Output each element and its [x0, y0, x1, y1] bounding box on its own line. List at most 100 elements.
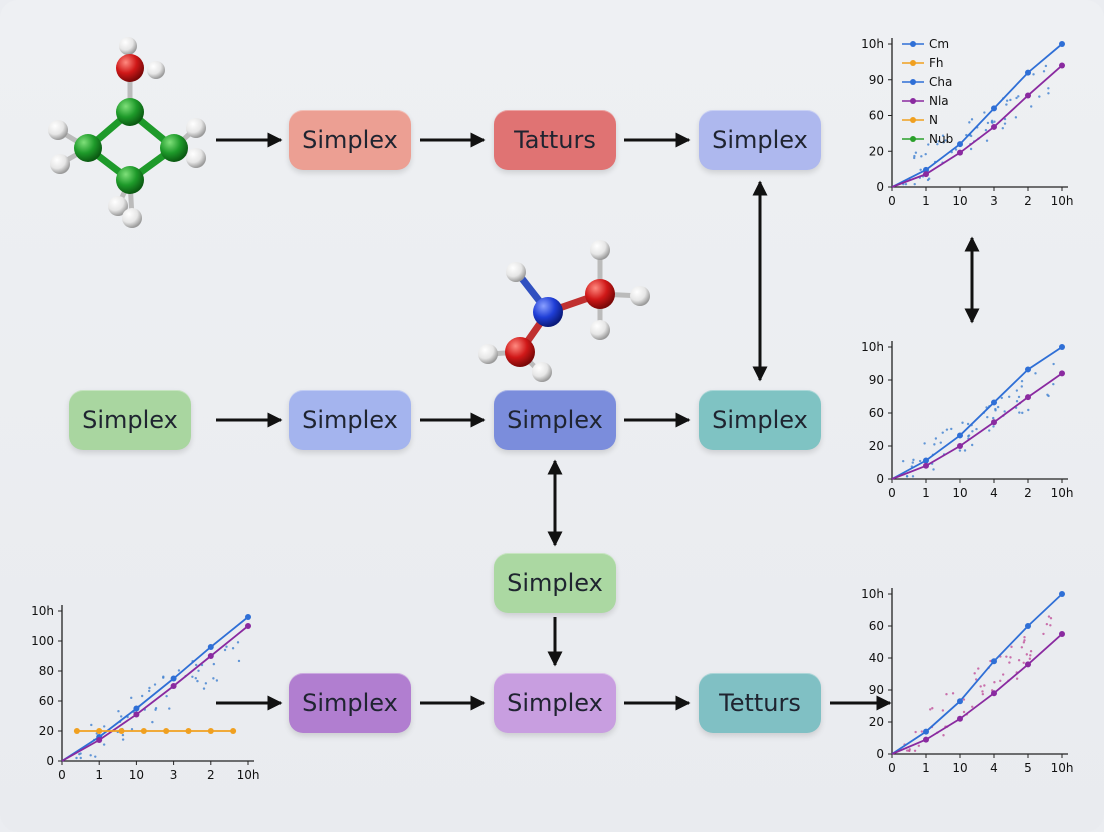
node-simplex-7[interactable]: Simplex	[699, 390, 821, 450]
scatter-point	[920, 730, 924, 733]
x-tick-label: 2	[1024, 486, 1032, 500]
series-point	[957, 443, 963, 449]
y-tick-label: 90	[869, 683, 884, 697]
node-simplex-8[interactable]: Simplex	[494, 553, 616, 613]
scatter-point	[963, 449, 967, 452]
series-line	[891, 372, 1063, 480]
scatter-point	[231, 647, 235, 650]
x-tick-label: 3	[990, 194, 998, 208]
scatter-point	[914, 730, 917, 734]
legend-marker	[910, 117, 916, 123]
series-point	[991, 123, 997, 130]
scatter-point	[990, 119, 994, 122]
scatter-point	[215, 679, 219, 682]
node-tetturs[interactable]: Tetturs	[699, 673, 821, 733]
scatter-point	[1015, 96, 1018, 100]
node-simplex-3[interactable]: Simplex	[699, 110, 821, 170]
scatter-point	[1017, 95, 1020, 98]
scatter-point	[988, 429, 991, 432]
x-tick-label: 10	[129, 768, 144, 782]
scatter-point	[140, 694, 144, 698]
node-simplex-6[interactable]: Simplex	[494, 390, 616, 450]
node-simplex-9[interactable]: Simplex	[289, 673, 411, 733]
scatter-point	[120, 715, 123, 718]
scatter-point	[121, 733, 125, 737]
series-point	[163, 728, 170, 734]
series-point	[991, 690, 997, 697]
scatter-point	[225, 645, 228, 648]
series-point	[923, 457, 929, 464]
scatter-point	[78, 752, 81, 756]
scatter-point	[1047, 615, 1051, 618]
y-tick-label: 40	[869, 651, 884, 665]
scatter-point	[994, 407, 997, 411]
series-point	[207, 728, 214, 734]
node-simplex-4[interactable]: Simplex	[69, 390, 191, 450]
scatter-point	[94, 755, 97, 758]
scatter-point	[977, 667, 980, 670]
scatter-point	[1023, 639, 1026, 642]
scatter-point	[992, 416, 995, 420]
scatter-point	[941, 134, 945, 137]
scatter-point	[1042, 70, 1046, 73]
scatter-point	[973, 672, 976, 675]
scatter-point	[1021, 411, 1024, 415]
scatter-point	[1046, 393, 1049, 396]
y-tick-label: 10h	[861, 340, 884, 354]
scatter-point	[1025, 653, 1029, 656]
scatter-point	[212, 662, 216, 666]
node-simplex-10[interactable]: Simplex	[494, 673, 616, 733]
y-tick-label: 0	[46, 754, 54, 768]
scatter-point	[924, 152, 927, 156]
scatter-point	[117, 710, 120, 713]
scatter-point	[958, 449, 962, 452]
atom-c	[74, 134, 102, 162]
scatter-point	[986, 121, 990, 125]
x-tick-label: 3	[170, 768, 178, 782]
series-line	[891, 633, 1063, 755]
scatter-point	[168, 707, 171, 710]
x-tick-label: 4	[990, 761, 998, 775]
scatter-point	[927, 143, 930, 146]
scatter-point	[926, 178, 930, 182]
y-tick-label: 20	[869, 715, 884, 729]
scatter-point	[992, 425, 995, 428]
scatter-point	[1000, 396, 1003, 400]
y-tick-label: 0	[876, 472, 884, 486]
scatter-point	[905, 749, 909, 752]
series-point	[96, 728, 103, 734]
series-point	[1025, 366, 1031, 373]
series-point	[230, 728, 237, 734]
node-simplex-5[interactable]: Simplex	[289, 390, 411, 450]
scatter-point	[913, 182, 916, 186]
x-tick-label: 10h	[1051, 486, 1074, 500]
scatter-point	[194, 677, 197, 680]
scatter-point	[191, 675, 194, 678]
legend-label: Nla	[929, 94, 949, 108]
scatter-point	[1017, 395, 1021, 399]
scatter-point	[1047, 87, 1050, 90]
scatter-point	[932, 468, 935, 471]
node-tatturs[interactable]: Tatturs	[494, 110, 616, 170]
scatter-point	[1003, 122, 1007, 125]
x-tick-label: 1	[95, 768, 103, 782]
series-point	[1059, 591, 1065, 597]
scatter-point	[945, 693, 948, 696]
scatter-point	[912, 458, 915, 462]
x-tick-label: 0	[888, 761, 896, 775]
series-point	[991, 419, 997, 426]
x-tick-label: 2	[1024, 194, 1032, 208]
scatter-point	[901, 459, 905, 463]
x-tick-label: 1	[922, 194, 930, 208]
atom-c	[116, 166, 144, 194]
series-point	[923, 171, 929, 178]
series-point	[245, 614, 251, 620]
atom-h	[590, 320, 610, 340]
scatter-point	[1007, 395, 1011, 398]
node-simplex-1[interactable]: Simplex	[289, 110, 411, 170]
scatter-point	[1045, 622, 1049, 626]
series-point	[207, 644, 214, 650]
